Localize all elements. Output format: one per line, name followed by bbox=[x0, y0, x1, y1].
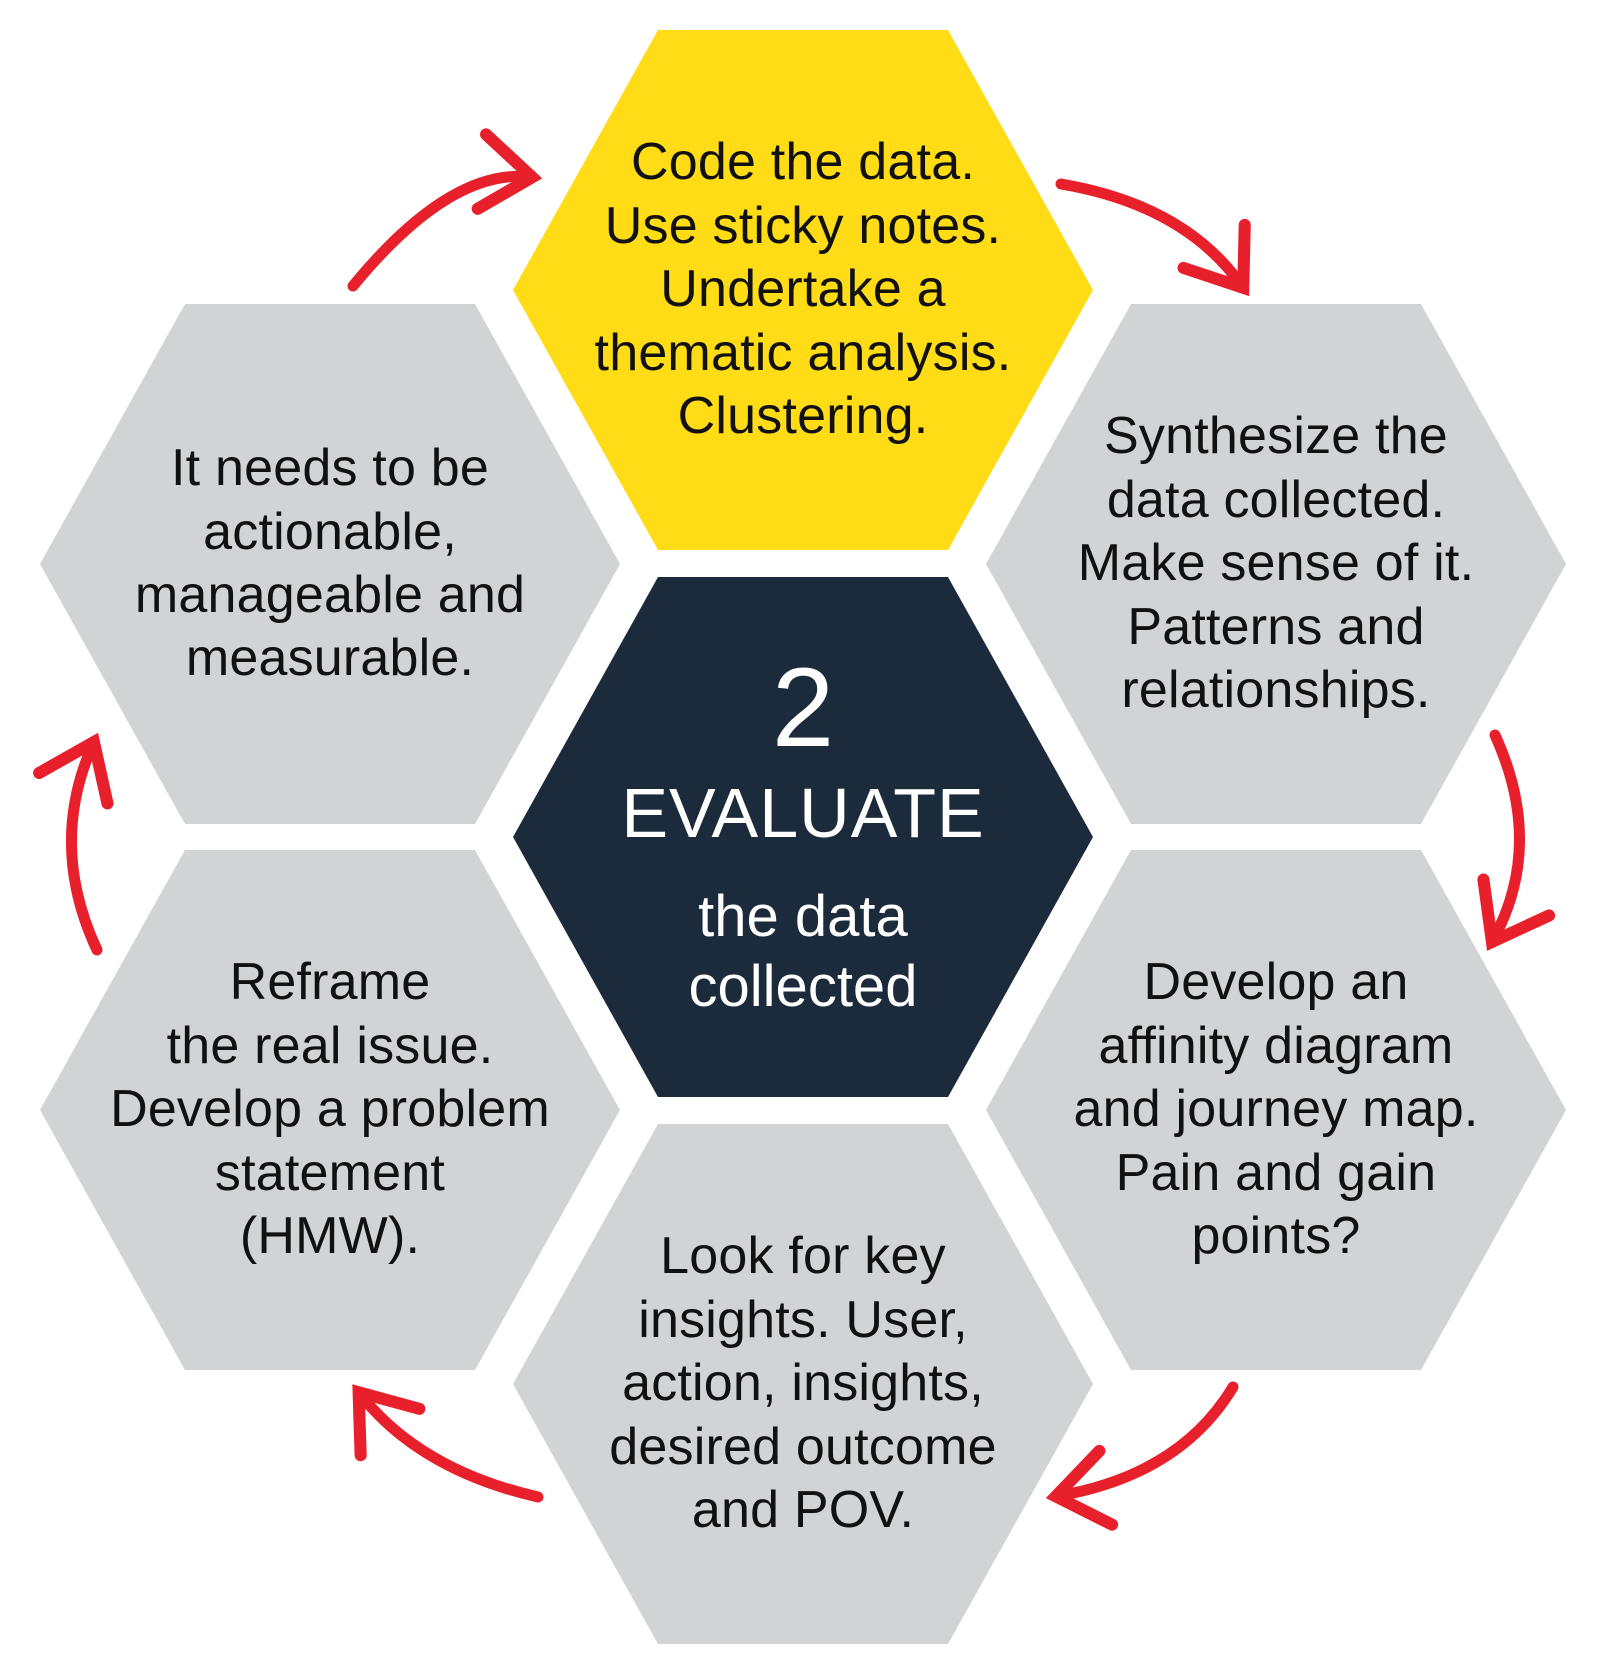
hexagon-lower-left: Reframe the real issue. Develop a proble… bbox=[40, 850, 620, 1370]
curved-arrow-lower-left-icon bbox=[352, 1384, 544, 1503]
center-content: 2 EVALUATE the data collected bbox=[513, 577, 1093, 1097]
hexagon-top-text: Code the data. Use sticky notes. Underta… bbox=[594, 133, 1012, 446]
hexagon-upper-left: It needs to be actionable, manageable an… bbox=[40, 304, 620, 824]
step-title: EVALUATE bbox=[621, 774, 985, 853]
hexagon-upper-right: Synthesize the data collected. Make sens… bbox=[986, 304, 1566, 824]
hexagon-lower-right-text: Develop an affinity diagram and journey … bbox=[1073, 953, 1479, 1266]
hexagon-bottom-text: Look for key insights. User, action, ins… bbox=[609, 1227, 997, 1540]
hexagon-top-highlighted: Code the data. Use sticky notes. Underta… bbox=[513, 30, 1093, 550]
hexagon-upper-right-text: Synthesize the data collected. Make sens… bbox=[1077, 407, 1475, 720]
curved-arrow-lower-right-icon bbox=[1045, 1381, 1239, 1531]
hexagon-center: 2 EVALUATE the data collected bbox=[513, 577, 1093, 1097]
hexagon-upper-left-text: It needs to be actionable, manageable an… bbox=[134, 439, 526, 688]
curved-arrow-upper-right-icon bbox=[1055, 178, 1251, 297]
hexagon-lower-left-text: Reframe the real issue. Develop a proble… bbox=[110, 953, 550, 1266]
hexagon-lower-right: Develop an affinity diagram and journey … bbox=[986, 850, 1566, 1370]
hexagon-bottom: Look for key insights. User, action, ins… bbox=[513, 1124, 1093, 1644]
curved-arrow-right-icon bbox=[1477, 729, 1556, 951]
step-subtitle: the data collected bbox=[688, 884, 918, 1019]
curved-arrow-left-icon bbox=[33, 732, 114, 956]
step-number: 2 bbox=[771, 645, 835, 771]
curved-arrow-upper-left-icon bbox=[347, 128, 543, 292]
